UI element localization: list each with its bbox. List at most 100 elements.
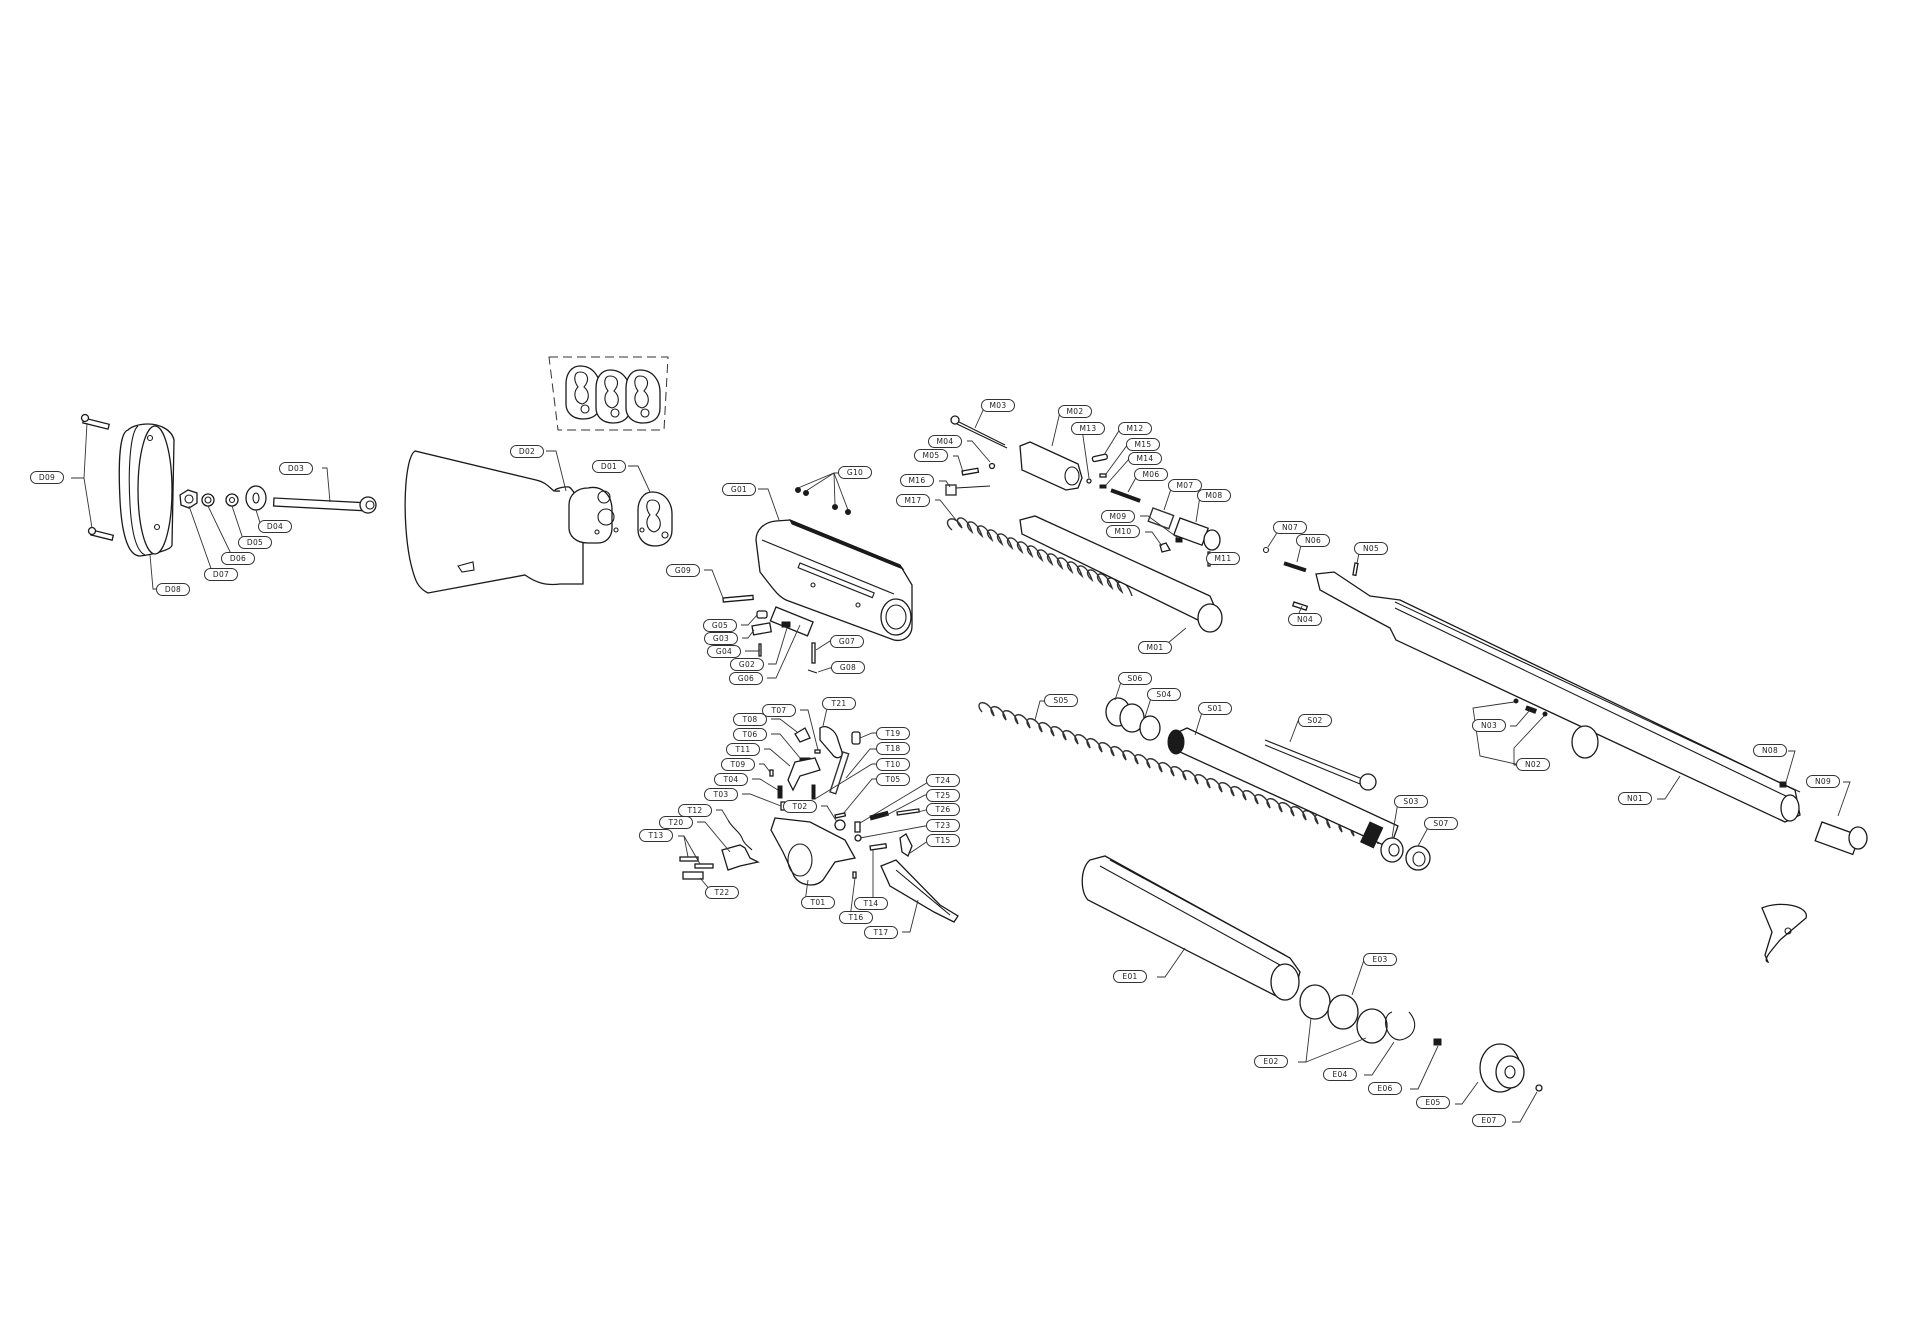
callout-t22: T22 bbox=[705, 886, 739, 899]
s05-magazine-spring bbox=[978, 702, 1379, 845]
callout-d03: D03 bbox=[279, 462, 313, 475]
g01-receiver bbox=[755, 519, 913, 642]
g07-pin bbox=[811, 642, 816, 664]
g10-screws bbox=[795, 487, 851, 515]
s04-bushing bbox=[1139, 715, 1161, 741]
t18-spring bbox=[829, 751, 850, 795]
g09-pin bbox=[722, 594, 754, 603]
m01-slide bbox=[1019, 515, 1223, 633]
callout-e04: E04 bbox=[1323, 1068, 1357, 1081]
g08-clip bbox=[807, 669, 818, 674]
m17-recoil-spring bbox=[946, 517, 1133, 597]
e02-ring-2 bbox=[1356, 1008, 1388, 1044]
callout-m06: M06 bbox=[1134, 468, 1168, 481]
callout-g02: G02 bbox=[730, 658, 764, 671]
callout-t03: T03 bbox=[704, 788, 738, 801]
s02-rod bbox=[1264, 739, 1377, 791]
callout-g06: G06 bbox=[729, 672, 763, 685]
t25-spring bbox=[869, 810, 890, 821]
s01-magazine-tube bbox=[1167, 727, 1399, 849]
callout-t06: T06 bbox=[733, 728, 767, 741]
d09-screw-lower bbox=[87, 526, 115, 541]
d06-lock-washer bbox=[201, 493, 215, 507]
callout-t21: T21 bbox=[822, 697, 856, 710]
callout-d07: D07 bbox=[204, 568, 238, 581]
n01-barrel bbox=[1315, 571, 1801, 823]
g03-latch bbox=[751, 622, 773, 636]
m03-firing-pin bbox=[950, 415, 1008, 449]
callout-t25: T25 bbox=[926, 789, 960, 802]
callout-t12: T12 bbox=[678, 804, 712, 817]
spacer-variant-l bbox=[565, 365, 601, 420]
m07-spring bbox=[1147, 507, 1175, 530]
callout-m15: M15 bbox=[1126, 438, 1160, 451]
callout-d06: D06 bbox=[221, 552, 255, 565]
g06-plate bbox=[769, 606, 814, 637]
m04-part bbox=[988, 462, 996, 470]
callout-g08: G08 bbox=[831, 661, 865, 674]
callout-n09: N09 bbox=[1806, 775, 1840, 788]
callout-d02: D02 bbox=[510, 445, 544, 458]
callout-t10: T10 bbox=[876, 758, 910, 771]
n02-screw-2 bbox=[1542, 711, 1548, 717]
s03-cap bbox=[1380, 837, 1404, 863]
callout-m02: M02 bbox=[1058, 405, 1092, 418]
callout-m03: M03 bbox=[981, 399, 1015, 412]
m16-extractor bbox=[945, 484, 991, 496]
s07-ring bbox=[1405, 845, 1431, 871]
callout-n04: N04 bbox=[1288, 613, 1322, 626]
e04-clip bbox=[1385, 1011, 1416, 1041]
magazine-tube-assembly bbox=[978, 678, 1438, 871]
callout-m17: M17 bbox=[896, 494, 930, 507]
callout-g09: G09 bbox=[666, 564, 700, 577]
callout-d08: D08 bbox=[156, 583, 190, 596]
t26-pin bbox=[896, 808, 920, 816]
t22-pin bbox=[682, 871, 704, 880]
callout-t15: T15 bbox=[926, 834, 960, 847]
bolt-assembly bbox=[935, 405, 1223, 649]
t09-pin bbox=[769, 769, 774, 777]
e02-ring-1 bbox=[1299, 984, 1331, 1020]
callout-n08: N08 bbox=[1753, 744, 1787, 757]
callout-t04: T04 bbox=[714, 773, 748, 786]
spacer-variant-m bbox=[625, 369, 661, 424]
callout-m10: M10 bbox=[1106, 525, 1140, 538]
spacer-variant-r bbox=[595, 369, 631, 424]
callout-e07: E07 bbox=[1472, 1114, 1506, 1127]
callout-n06: N06 bbox=[1296, 534, 1330, 547]
callout-t01: T01 bbox=[801, 896, 835, 909]
t01-trigger-guard bbox=[770, 817, 857, 886]
t07-pin bbox=[814, 749, 821, 754]
n06-spring bbox=[1283, 561, 1307, 573]
callout-t23: T23 bbox=[926, 819, 960, 832]
e07-ring bbox=[1535, 1084, 1543, 1092]
callout-t20: T20 bbox=[659, 816, 693, 829]
t24-part bbox=[854, 821, 861, 833]
callout-n01: N01 bbox=[1618, 792, 1652, 805]
m10-part bbox=[1159, 542, 1171, 553]
t14-pin bbox=[869, 843, 888, 851]
t16-pin bbox=[852, 871, 857, 879]
callout-g03: G03 bbox=[704, 632, 738, 645]
t19-pin bbox=[851, 731, 861, 745]
callout-t18: T18 bbox=[876, 742, 910, 755]
forend-assembly bbox=[1081, 855, 1543, 1123]
callout-n07: N07 bbox=[1273, 521, 1307, 534]
s06-bushing bbox=[1105, 697, 1145, 733]
callout-d01: D01 bbox=[592, 460, 626, 473]
callout-m14: M14 bbox=[1128, 452, 1162, 465]
callout-t13: T13 bbox=[639, 829, 673, 842]
d04-large-washer bbox=[245, 485, 267, 511]
n07-part bbox=[1262, 546, 1270, 554]
callout-t02: T02 bbox=[783, 800, 817, 813]
callout-t09: T09 bbox=[721, 758, 755, 771]
callout-t17: T17 bbox=[864, 926, 898, 939]
n02-screw-1 bbox=[1513, 698, 1519, 704]
receiver-assembly bbox=[704, 472, 913, 679]
callout-m11: M11 bbox=[1206, 552, 1240, 565]
t13-pin-2 bbox=[694, 863, 714, 869]
callout-t19: T19 bbox=[876, 727, 910, 740]
t05-pin bbox=[834, 812, 847, 819]
n04-pin bbox=[1291, 601, 1309, 611]
